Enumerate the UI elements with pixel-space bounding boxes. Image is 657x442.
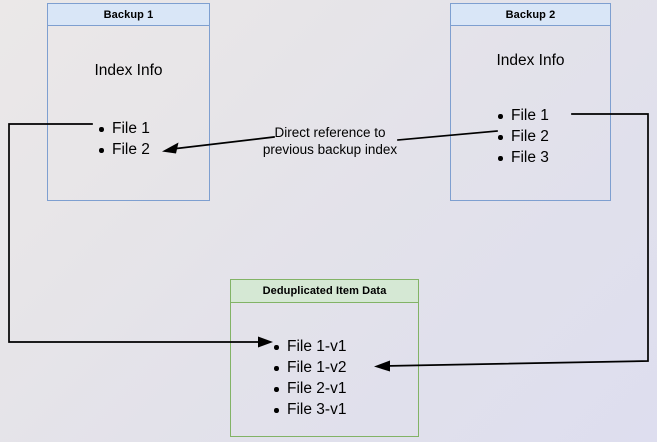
list-item: File 1 (497, 105, 549, 126)
node-backup-1[interactable]: Backup 1 Index Info File 1 File 2 (47, 3, 210, 201)
node-backup-2-header: Backup 2 (451, 4, 610, 26)
node-backup-1-body-title: Index Info (94, 62, 163, 79)
node-backup-1-header-label: Backup 1 (103, 8, 154, 21)
list-item: File 3-v1 (273, 399, 346, 420)
edge-label-line-1: Direct reference to (274, 125, 386, 140)
node-backup-1-header: Backup 1 (48, 4, 209, 26)
node-deduplicated-item-data[interactable]: Deduplicated Item Data File 1-v1 File 1-… (230, 279, 419, 437)
list-item: File 2 (98, 139, 150, 160)
node-deduplicated-item-data-header: Deduplicated Item Data (231, 280, 418, 303)
node-backup-2-item-list: File 1 File 2 File 3 (497, 105, 549, 168)
node-backup-1-item-list: File 1 File 2 (98, 118, 150, 160)
list-item: File 2 (497, 126, 549, 147)
list-item: File 3 (497, 147, 549, 168)
list-item: File 2-v1 (273, 378, 346, 399)
list-item: File 1 (98, 118, 150, 139)
node-deduplicated-item-data-header-label: Deduplicated Item Data (262, 285, 387, 297)
list-item: File 1-v1 (273, 336, 346, 357)
node-deduplicated-item-list: File 1-v1 File 1-v2 File 2-v1 File 3-v1 (273, 336, 346, 420)
node-backup-2-body-title: Index Info (496, 52, 565, 69)
node-backup-2[interactable]: Backup 2 Index Info File 1 File 2 File 3 (450, 3, 611, 201)
edge-label-line-2: previous backup index (262, 142, 398, 157)
list-item: File 1-v2 (273, 357, 346, 378)
edge-label-direct-reference: Direct reference to previous backup inde… (242, 124, 418, 158)
node-backup-2-header-label: Backup 2 (505, 8, 556, 21)
